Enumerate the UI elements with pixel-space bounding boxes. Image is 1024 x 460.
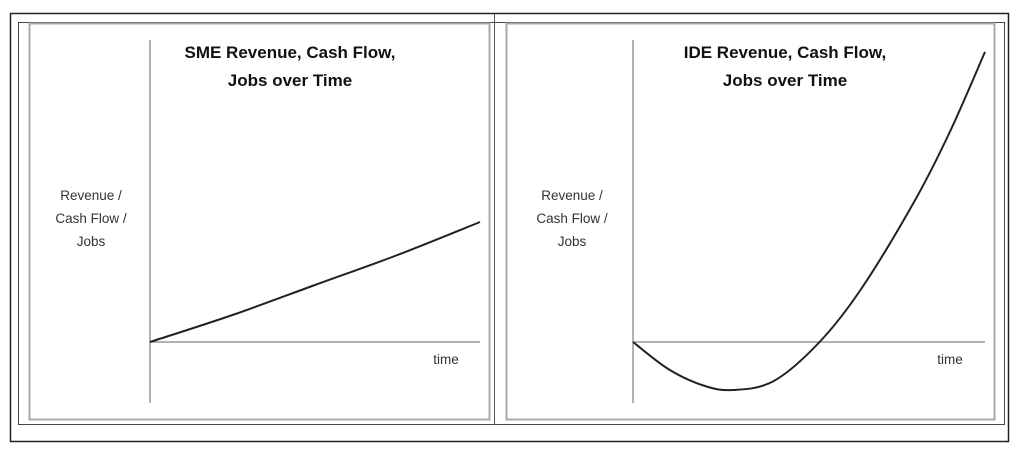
chart-title-ide: IDE Revenue, Cash Flow, (684, 43, 886, 62)
y-axis-label-sme: Jobs (77, 234, 106, 249)
y-axis-label-sme: Revenue / (60, 188, 122, 203)
outer-border (9, 12, 1010, 443)
y-axis-label-ide: Jobs (558, 234, 587, 249)
y-axis-label-ide: Revenue / (541, 188, 603, 203)
series-line-ide (632, 51, 986, 392)
chart-title-sme: Jobs over Time (228, 71, 352, 90)
y-axis-label-ide: Cash Flow / (536, 211, 608, 226)
panel-frame-sme (28, 22, 491, 421)
chart-title-sme: SME Revenue, Cash Flow, (185, 43, 396, 62)
panel-frame-ide (505, 22, 996, 421)
y-axis-label-sme: Cash Flow / (55, 211, 127, 226)
x-axis-label-ide: time (937, 352, 963, 367)
x-axis-label-sme: time (433, 352, 459, 367)
series-line-sme (149, 221, 481, 343)
inner-border (18, 22, 1005, 425)
chart-title-ide: Jobs over Time (723, 71, 847, 90)
